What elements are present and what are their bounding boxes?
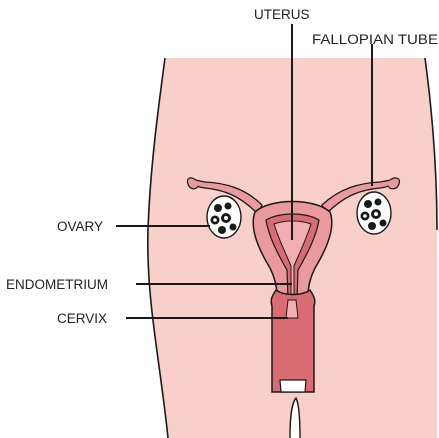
- endometrium-label: ENDOMETRIUM: [6, 277, 108, 292]
- ovary-left: [207, 196, 241, 238]
- cervix-canal: [286, 300, 298, 318]
- cervix-label: CERVIX: [57, 311, 107, 326]
- uterus-label: UTERUS: [254, 7, 310, 22]
- ovary-label: OVARY: [57, 219, 103, 234]
- fallopian-tube-label: FALLOPIAN TUBE: [312, 32, 438, 47]
- ovary-right: [357, 192, 391, 234]
- vaginal-opening: [280, 380, 306, 392]
- fimbriae-right: [388, 178, 399, 189]
